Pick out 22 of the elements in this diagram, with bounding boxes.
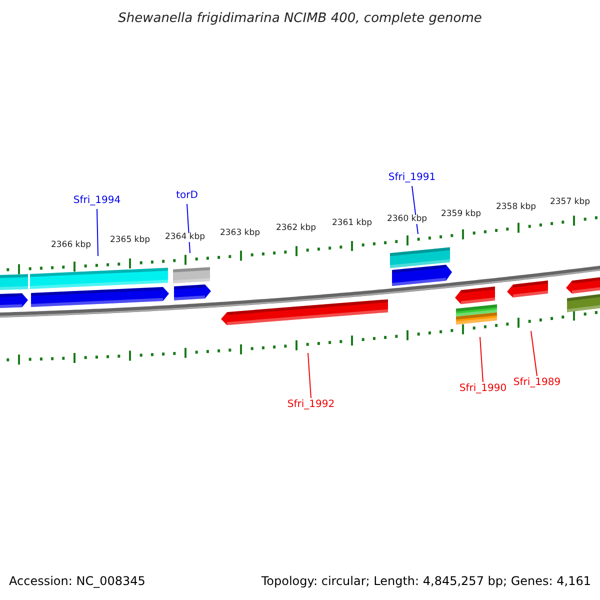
- leader-line: [530, 330, 538, 376]
- title: Shewanella frigidimarina NCIMB 400, complete genome: [117, 12, 483, 25]
- scale-label: 2364 kbp: [164, 233, 206, 242]
- scale-label: 2363 kbp: [220, 229, 260, 238]
- leader-line: [480, 336, 484, 382]
- scale-label: 2362 kbp: [276, 224, 316, 232]
- scale-label: 2358 kbp: [496, 203, 536, 212]
- gene-label: Sfri_1994: [57, 196, 137, 206]
- gene-label: Sfri_1990: [443, 384, 523, 394]
- gene-label: torD: [147, 191, 227, 201]
- scale-label: 2366 kbp: [50, 241, 92, 250]
- gene-label: Sfri_1992: [271, 400, 351, 410]
- scale-label: 2365 kbp: [110, 236, 150, 244]
- scale-label: 2359 kbp: [440, 210, 482, 218]
- gene-label: Sfri_1991: [372, 173, 452, 183]
- leader-line: [308, 352, 312, 398]
- accession-text: Accession: NC_008345: [9, 575, 146, 587]
- scale-label: 2361 kbp: [332, 219, 372, 228]
- leader-line: [96, 208, 98, 256]
- genome-info-text: Topology: circular; Length: 4,845,257 bp; Genes: 4,161: [261, 575, 591, 587]
- scale-label: 2357 kbp: [550, 198, 590, 206]
- scale-label: 2360 kbp: [386, 215, 428, 224]
